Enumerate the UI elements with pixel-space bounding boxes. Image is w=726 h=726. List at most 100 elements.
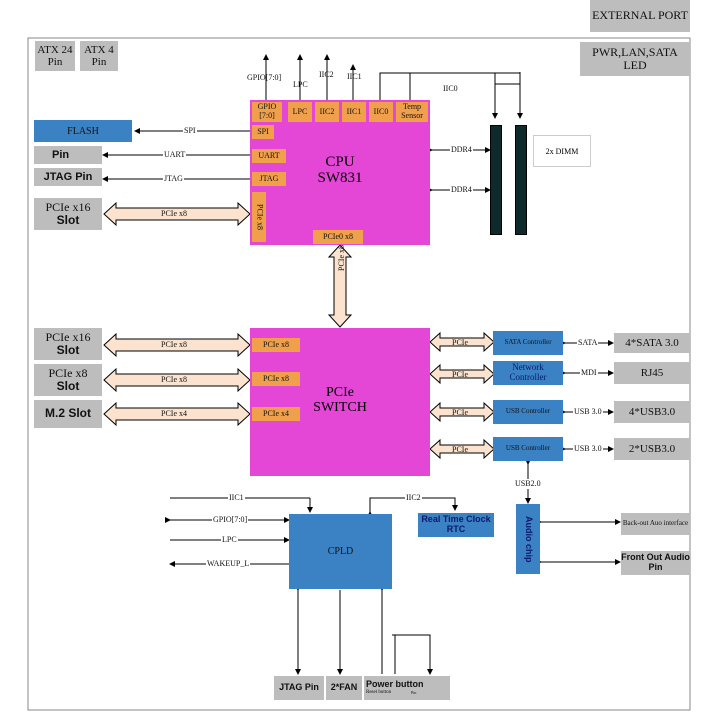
cpu-port-uart-label: UART [258,150,280,160]
dimm-slot-2 [515,125,527,235]
ddr4-label-2: DDR4 [450,185,473,195]
cpld-wakeup-label: WAKEUP_L [206,559,251,569]
usb-controller-1: USB Controller [493,400,563,424]
pcie-switch-block [250,328,430,476]
pcie-ctrl-label-3: PCIe [452,408,468,417]
rj45-port-label: RJ45 [640,366,664,379]
pcie16-slot-line1: PCIe x16 [45,329,91,344]
cpu-title: CPU SW831 [300,150,380,190]
jtag-pin-box: JTAG Pin [34,168,102,186]
cpu-port-spi-label: SPI [257,126,269,136]
pcie-fat-arrows [103,201,495,460]
pcie-ctrl-label-2: PCIe [452,370,468,379]
back-audio-box: Back-out Auo interface [621,513,690,535]
network-controller: Network Controller [493,361,563,385]
cpu-port-iic1: IIC1 [342,102,366,122]
gpio-signal-label: GPIO[7:0] [247,73,282,82]
usb-port-label-2: 2*USB3.0 [628,442,676,455]
switch-port-3: PCIe x4 [252,407,300,421]
external-port-box: EXTERNAL PORT [590,0,690,32]
cpld-reset-line [394,634,433,675]
cpu-port-jtag: JTAG [252,172,286,186]
external-port-label: EXTERNAL PORT [592,8,688,23]
jtag-pin-label: JTAG Pin [43,170,93,183]
switch-subtitle-label: SWITCH [313,400,367,415]
switch-title-label: PCIe [326,384,354,400]
switch-port-1-label: PCIe x8 [263,339,289,349]
cpu-port-pcie0-label: PCIe0 x8 [323,231,353,241]
front-audio-label: Front Out Audio Pin [621,552,690,572]
pcie16-top-slot-box: PCIe x16 Slot [34,198,102,230]
dimm-label-box: 2x DIMM [533,135,591,167]
bottom-jtag-pin-label: JTAG Pin [279,682,319,693]
cpu-port-iic1-label: IIC1 [346,106,362,116]
flash-label: FLASH [67,125,99,137]
cpu-port-iic0: IIC0 [369,102,393,122]
pin-label: Pin [52,148,70,161]
usb-controller-2-label: USB Controller [505,444,551,453]
lpc-signal-label: LPC [293,80,308,89]
fan-box: 2*FAN [326,676,362,700]
audio-chip-label: Audio chip [523,515,534,563]
cpu-model-label: SW831 [317,170,363,186]
cpld-label: CPLD [327,546,354,557]
pwr-lan-sata-led-label: PWR,LAN,SATA LED [592,44,678,72]
cpu-port-jtag-label: JTAG [259,173,279,183]
rtc-label: Real Time Clock RTC [421,514,491,534]
iic1-signal-label: IIC1 [347,72,362,81]
cpu-port-uart: UART [252,149,286,163]
sata-controller-label: SATA Controller [504,338,552,347]
back-audio-label: Back-out Auo interface [622,519,689,528]
pcie16-slot-box: PCIe x16 Slot [34,328,102,360]
cpu-port-gpio: GPIO [7:0] [252,102,282,122]
usb-port-box-1: 4*USB3.0 [614,401,690,423]
pcie-ctrl-label-4: PCIe [452,445,468,454]
uart-signal-label: UART [163,150,187,160]
flash-box: FLASH [34,120,132,142]
pcie-slot1-signal-label: PCIe x8 [161,340,187,349]
atx24-box: ATX 24 Pin [35,41,75,71]
cpu-port-spi: SPI [252,125,274,139]
pcie8-slot-line2: Slot [56,379,80,393]
pcie8-slot-box: PCIe x8 Slot [34,364,102,396]
usb-port-box-2: 2*USB3.0 [614,438,690,460]
cpu-port-lpc-label: LPC [292,106,308,116]
pcie16-slot-line2: Slot [56,343,80,357]
cpu-port-gpio-label: GPIO [7:0] [257,102,277,120]
cpld-iic2-label: IIC2 [405,493,422,503]
sata-port-box: 4*SATA 3.0 [614,333,690,353]
rj45-port-box: RJ45 [614,362,690,384]
reset-button-label: Reset button [366,690,392,696]
ddr4-label-1: DDR4 [450,145,473,155]
usb-port-label-1: 4*USB3.0 [628,405,676,418]
cpu-port-lpc: LPC [288,102,312,122]
rtc-box: Real Time Clock RTC [418,513,494,537]
bottom-jtag-pin-box: JTAG Pin [274,676,324,700]
jtag-signal-label: JTAG [163,174,184,184]
sata-signal-label: SATA [577,338,599,348]
pin-box: Pin [34,146,102,164]
usb30-signal-label-2: USB 3.0 [573,444,603,454]
cpld-iic1-label: IIC1 [228,493,245,503]
board-outline [27,37,691,711]
pcie-ctrl-label-1: PCIe [452,338,468,347]
sata-port-label: 4*SATA 3.0 [625,336,679,349]
front-audio-box: Front Out Audio Pin [621,551,690,575]
pcie-slot3-signal-label: PCIe x4 [161,409,187,418]
m2-slot-label: M.2 Slot [44,406,91,421]
power-button-label: Power button [366,679,424,690]
usb20-signal-label: USB2.0 [514,479,542,489]
cpu-port-iic2-label: IIC2 [319,106,335,116]
cpu-port-pcie-side: PCIe x8 [252,192,266,242]
pwr-lan-sata-led-box: PWR,LAN,SATA LED [580,42,690,76]
atx24-label: ATX 24 Pin [37,43,73,68]
network-controller-label: Network Controller [509,362,547,382]
usb-controller-2: USB Controller [493,437,563,461]
pcie-vertical-signal-label: PCIe x8 [337,245,346,271]
pcie16-top-slot-line1: PCIe x16 [45,199,91,214]
pcie8-slot-line1: PCIe x8 [48,365,88,380]
power-small-label: Pin [411,690,417,695]
power-reset-box: Power button Reset button [364,676,450,700]
pcie-slot2-signal-label: PCIe x8 [161,375,187,384]
